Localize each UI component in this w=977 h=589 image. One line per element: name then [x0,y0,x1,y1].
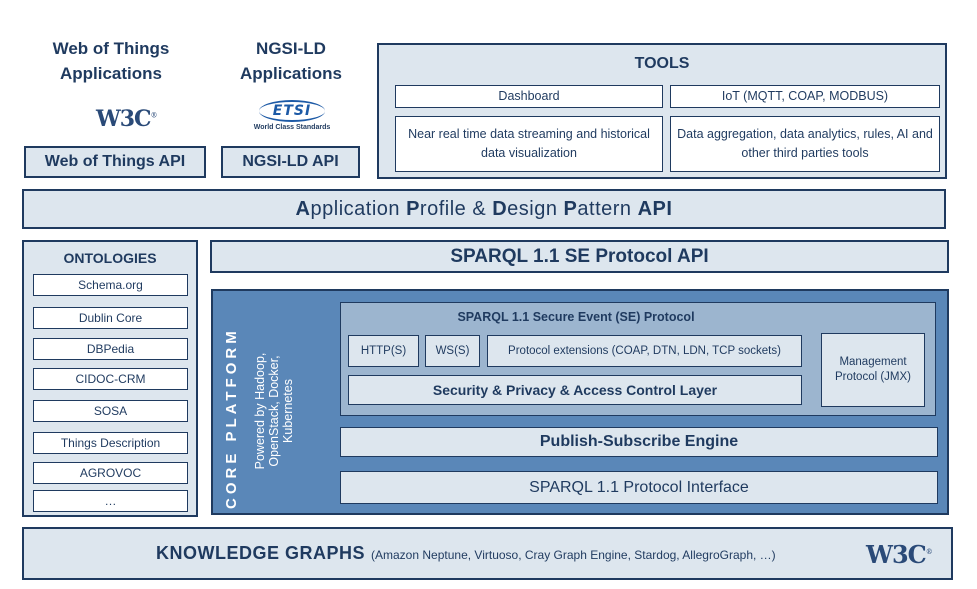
w3c-logo-kg: W3C® [866,540,933,569]
core-platform-subtitle: Powered by Hadoop, OpenStack, Docker, Ku… [253,311,295,511]
sparql-se-api-bar: SPARQL 1.1 SE Protocol API [210,240,949,273]
ngsi-title-line1: NGSI-LD [256,39,326,58]
wot-title: Web of Things Applications [24,36,198,86]
tool-iot: IoT (MQTT, COAP, MODBUS) [670,85,940,108]
knowledge-graphs-title: KNOWLEDGE GRAPHS [156,543,366,563]
ontology-item: Things Description [33,432,188,454]
core-platform-sidebar: CORE PLATFORM Powered by Hadoop, OpenSta… [213,291,333,517]
knowledge-graphs-subtitle: (Amazon Neptune, Virtuoso, Cray Graph En… [371,548,776,562]
wot-title-line1: Web of Things [52,39,170,58]
w3c-logo-text: W3C [96,106,152,132]
ontology-item: Schema.org [33,274,188,296]
ontology-item: Dublin Core [33,307,188,329]
pubsub-engine-label: Publish-Subscribe Engine [539,433,739,450]
security-layer-box: Security & Privacy & Access Control Laye… [348,375,802,405]
ws-box: WS(S) [425,335,480,367]
sparql-se-api-label: SPARQL 1.1 SE Protocol API [450,245,709,267]
management-protocol-box: Management Protocol (JMX) [821,333,925,407]
tool-dashboard: Dashboard [395,85,663,108]
w3c-logo: W3C® [96,106,158,132]
app-profile-label: Application Profile & Design Pattern API [295,197,673,220]
tools-panel: TOOLS Dashboard IoT (MQTT, COAP, MODBUS)… [377,43,947,179]
core-platform-title: CORE PLATFORM [223,327,240,509]
ontology-item: DBPedia [33,338,188,360]
ontology-item: … [33,490,188,512]
app-profile-api-bar: Application Profile & Design Pattern API [22,189,946,229]
http-box: HTTP(S) [348,335,419,367]
ontology-item: SOSA [33,400,188,422]
knowledge-graphs-bar: KNOWLEDGE GRAPHS (Amazon Neptune, Virtuo… [22,527,953,580]
se-protocol-panel: SPARQL 1.1 Secure Event (SE) Protocol HT… [340,302,936,416]
protocol-interface-box: SPARQL 1.1 Protocol Interface [340,471,938,504]
core-subtitle-line: Powered by Hadoop, [253,352,267,470]
protocol-interface-label: SPARQL 1.1 Protocol Interface [529,478,749,496]
core-platform: CORE PLATFORM Powered by Hadoop, OpenSta… [211,289,949,515]
w3c-logo-kg-text: W3C [866,540,927,569]
etsi-logo-tagline: World Class Standards [253,124,331,131]
ngsi-api-box: NGSI-LD API [221,146,360,178]
protocol-extensions-box: Protocol extensions (COAP, DTN, LDN, TCP… [487,335,802,367]
wot-title-line2: Applications [59,64,162,83]
wot-api-box: Web of Things API [24,146,206,178]
tools-title: TOOLS [634,55,690,72]
pubsub-engine-box: Publish-Subscribe Engine [340,427,938,457]
wot-api-label: Web of Things API [44,153,186,170]
ontologies-panel: ONTOLOGIES Schema.org Dublin Core DBPedi… [22,240,198,517]
se-protocol-title: SPARQL 1.1 Secure Event (SE) Protocol [457,310,695,324]
etsi-logo-mark: ETSI [258,100,326,122]
ngsi-title-line2: Applications [239,64,342,83]
ontology-item: AGROVOC [33,462,188,484]
ontology-item: CIDOC-CRM [33,368,188,390]
ontologies-title: ONTOLOGIES [63,250,157,266]
core-subtitle-line: OpenStack, Docker, [267,355,281,467]
tool-streaming: Near real time data streaming and histor… [395,116,663,172]
ngsi-api-label: NGSI-LD API [242,153,339,170]
ngsi-title: NGSI-LD Applications [222,36,360,86]
etsi-logo: ETSI World Class Standards [240,100,344,131]
tool-analytics: Data aggregation, data analytics, rules,… [670,116,940,172]
core-subtitle-line: Kubernetes [281,379,295,443]
